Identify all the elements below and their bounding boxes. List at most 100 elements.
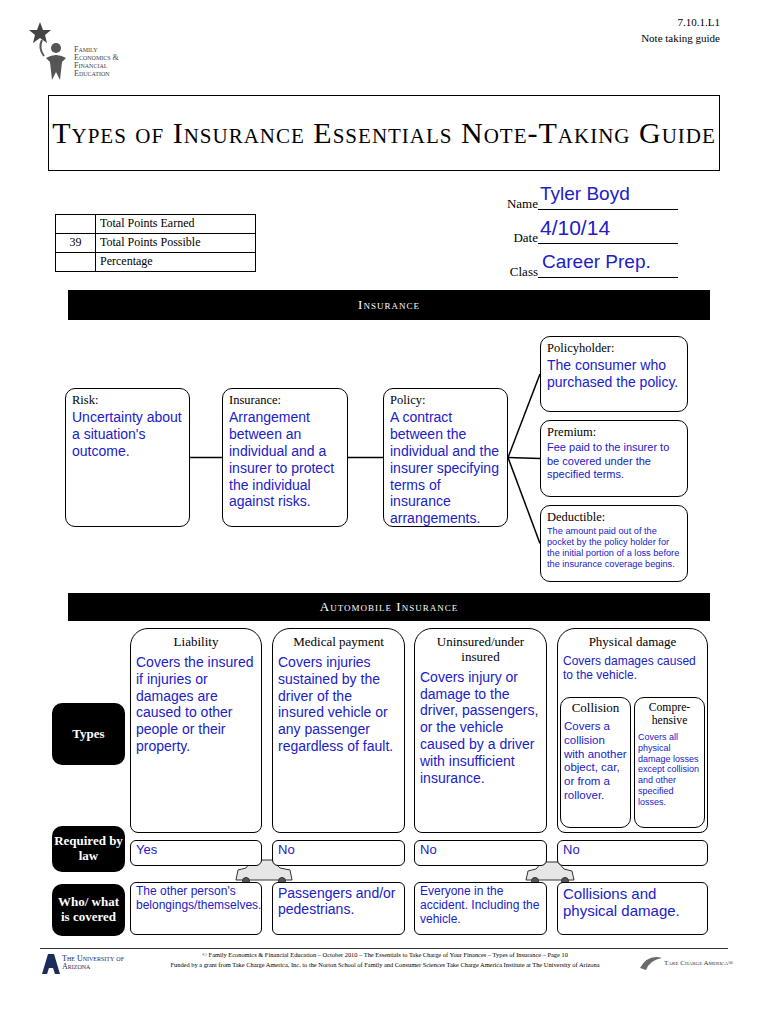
row-label: Types <box>72 727 104 742</box>
row-header: Required by law <box>52 826 125 872</box>
coverage-column: Physical damageCovers damages caused to … <box>557 628 708 833</box>
blank-line <box>538 243 678 244</box>
box-body: The amount paid out of the pocket by the… <box>547 526 681 570</box>
section-title: Insurance <box>358 297 420 313</box>
answer-box: No <box>272 840 405 866</box>
connector-line <box>508 458 540 459</box>
arizona-logo <box>42 954 60 974</box>
field-value: Tyler Boyd <box>540 183 710 206</box>
connector-line <box>508 458 540 544</box>
lesson-code: 7.10.1.L1 <box>540 16 720 29</box>
row-label: Required by law <box>54 834 123 864</box>
answer-box: Everyone in the accident. Including the … <box>414 882 547 935</box>
row-header: Who/ what is covered <box>52 884 125 936</box>
box-heading: Liability <box>136 635 256 650</box>
concept-box: Policy: A contract between the individual… <box>383 388 508 527</box>
connector-line <box>190 457 222 459</box>
family-logo <box>29 22 66 80</box>
sponsor-logo-text: Take Charge America® <box>664 959 744 967</box>
answer-box: Yes <box>130 840 262 866</box>
field-value: 4/10/14 <box>540 215 710 240</box>
box-body: The consumer who purchased the policy. <box>547 357 681 391</box>
answer-box: No <box>414 840 547 866</box>
coverage-column: LiabilityCovers the insured if injuries … <box>130 628 262 833</box>
box-body: Arrangement between an individual and a … <box>229 409 341 510</box>
table-cell: Percentage <box>100 254 255 268</box>
answer-text: Everyone in the accident. Including the … <box>420 885 541 926</box>
blank-line <box>538 277 678 278</box>
section-title: Automobile Insurance <box>320 599 458 615</box>
field-label: Class <box>458 264 538 280</box>
tca-logo <box>640 957 662 970</box>
box-body: Covers the insured if injuries or damage… <box>136 654 256 755</box>
row-label: Who/ what is covered <box>54 895 123 925</box>
connector-line <box>348 457 383 459</box>
box-heading: Collision <box>564 701 627 716</box>
concept-box: Risk: Uncertainty about a situation's out… <box>65 388 190 527</box>
box-heading: Policy: <box>390 393 501 407</box>
box-heading: Insurance: <box>229 393 341 407</box>
field-value: Career Prep. <box>542 251 712 274</box>
box-body: Covers injury or damage to the driver, p… <box>420 669 541 787</box>
sub-coverage-box: CollisionCovers a collision with another… <box>560 697 631 828</box>
footer-note: Funded by a grant from Take Charge Ameri… <box>130 961 640 969</box>
table-frame <box>56 215 256 272</box>
box-body: A contract between the individual and th… <box>390 409 501 527</box>
title-text: Types of Insurance Essentials Note-Takin… <box>52 116 716 150</box>
footer-note: © Family Economics & Financial Education… <box>130 951 640 959</box>
coverage-column: Uninsured/under insuredCovers injury or … <box>414 628 547 833</box>
box-body: Covers injuries sustained by the driver … <box>278 654 399 755</box>
logo-text: Family Economics & Financial Education <box>74 46 136 78</box>
box-heading: Risk: <box>72 393 183 407</box>
field-label: Name <box>458 196 538 212</box>
box-body: Covers a collision with another object, … <box>564 720 627 803</box>
box-heading: Uninsured/under insured <box>420 635 541 665</box>
box-heading: Physical damage <box>563 635 702 650</box>
table-rule <box>55 233 255 234</box>
box-body: Fee paid to the insurer to be covered un… <box>547 441 681 481</box>
concept-box: Premium: Fee paid to the insurer to be co… <box>540 420 688 497</box>
box-body: Covers all physical damage losses except… <box>638 732 701 808</box>
logo-head <box>51 43 61 53</box>
logo-figure <box>46 55 66 80</box>
box-heading: Premium: <box>547 425 681 439</box>
box-body: Covers damages caused to the vehicle. <box>563 654 702 683</box>
answer-text: No <box>563 843 702 858</box>
concept-box: Policyholder: The consumer who purchased … <box>540 336 688 412</box>
box-heading: Policyholder: <box>547 341 681 355</box>
connector-line <box>508 374 540 458</box>
title-box: Types of Insurance Essentials Note-Takin… <box>48 95 720 171</box>
footer-rule <box>40 948 728 949</box>
answer-box: Collisions and physical damage. <box>557 882 708 935</box>
answer-text: No <box>420 843 541 858</box>
answer-box: The other person's belongings/themselves… <box>130 882 262 935</box>
blank-line <box>538 209 678 210</box>
row-header: Types <box>52 703 125 765</box>
answer-text: Passengers and/or pedestrians. <box>278 885 399 917</box>
field-label: Date <box>458 230 538 246</box>
answer-text: No <box>278 843 399 858</box>
table-cell: Total Points Earned <box>100 216 255 230</box>
box-heading: Compre-hensive <box>638 701 701 728</box>
box-body: Uncertainty about a situation's outcome. <box>72 409 183 459</box>
answer-box: Passengers and/or pedestrians. <box>272 882 405 935</box>
points-table <box>55 214 256 272</box>
logo-arm <box>40 40 44 56</box>
section-band: Insurance <box>68 290 710 320</box>
answer-box: No <box>557 840 708 866</box>
box-heading: Medical payment <box>278 635 399 650</box>
logo-star <box>29 22 51 43</box>
box-heading: Deductible: <box>547 510 681 524</box>
answer-text: Collisions and physical damage. <box>563 885 702 920</box>
answer-text: The other person's belongings/themselves… <box>136 885 256 913</box>
sub-coverage-box: Compre-hensiveCovers all physical damage… <box>634 697 705 828</box>
table-cell: 39 <box>56 235 95 249</box>
answer-text: Yes <box>136 843 256 858</box>
concept-box: Insurance: Arrangement between an individ… <box>222 388 348 527</box>
university-logo-text: The University of Arizona <box>62 955 132 971</box>
doc-type: Note taking guide <box>540 32 720 45</box>
table-rule <box>55 252 255 253</box>
table-cell: Total Points Possible <box>100 235 255 249</box>
section-band: Automobile Insurance <box>68 593 710 621</box>
